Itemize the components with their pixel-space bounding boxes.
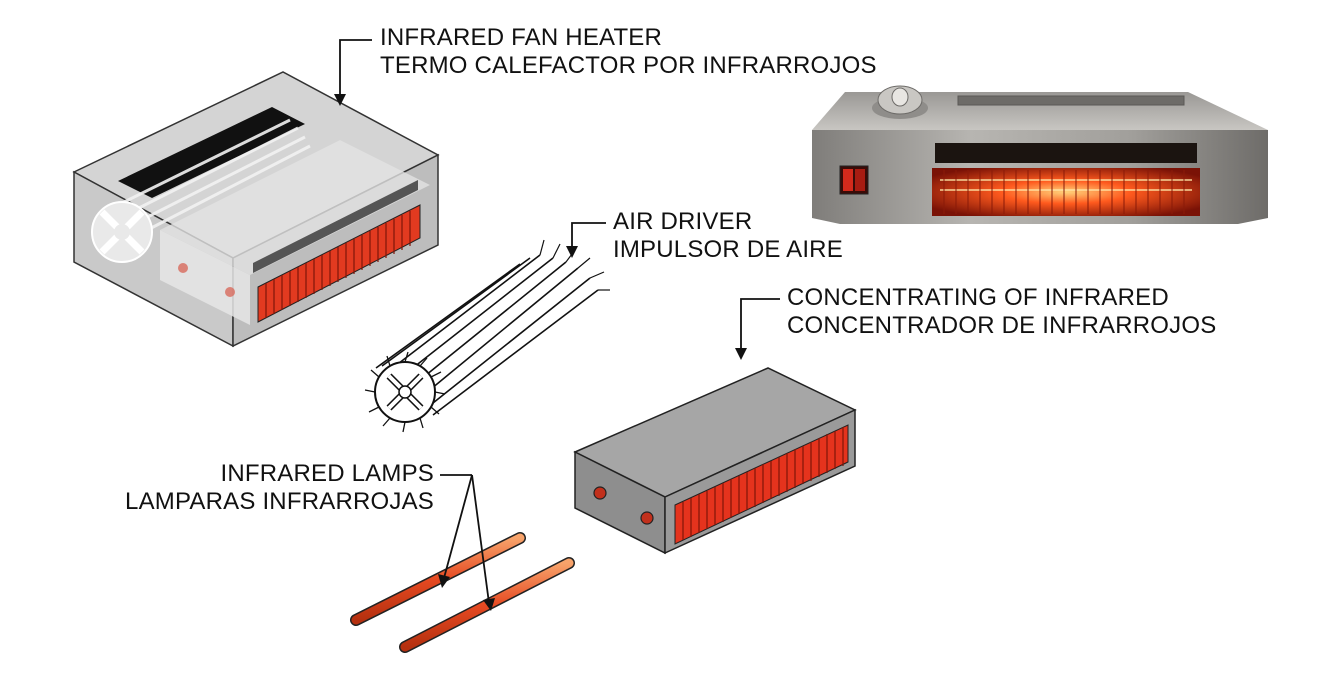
top-air-slot xyxy=(118,107,305,198)
fan-wheel-icon xyxy=(364,351,446,433)
concentrator-label-en: CONCENTRATING OF INFRARED xyxy=(787,284,1169,311)
heater-photo xyxy=(812,85,1268,224)
fan-heater-label-es: TERMO CALEFACTOR POR INFRARROJOS xyxy=(380,52,877,79)
fan-heater-leader xyxy=(339,39,372,100)
air-driver-drum xyxy=(364,239,610,433)
concentrator-leader xyxy=(740,298,780,354)
concentrator-label: CONCENTRATING OF INFRARED CONCENTRADOR D… xyxy=(787,284,1216,340)
air-driver-label-en: AIR DRIVER xyxy=(613,208,753,235)
rocker-switch-icon xyxy=(839,165,869,195)
upper-grille xyxy=(935,143,1197,163)
air-driver-label-es: IMPULSOR DE AIRE xyxy=(613,236,843,263)
concentrator-label-es: CONCENTRADOR DE INFRARROJOS xyxy=(787,312,1217,339)
lamps-label-es: LAMPARAS INFRARROJAS xyxy=(125,488,434,515)
air-driver-leader xyxy=(571,222,606,252)
infrared-lamps xyxy=(350,532,575,653)
heat-fins-icon xyxy=(265,211,411,318)
lamps-label-en: INFRARED LAMPS xyxy=(220,460,434,487)
fan-heater-assembly xyxy=(72,71,440,348)
internal-drum xyxy=(107,118,311,242)
lamps-label: INFRARED LAMPS LAMPARAS INFRARROJAS xyxy=(97,460,434,516)
fan-heater-label: INFRARED FAN HEATER TERMO CALEFACTOR POR… xyxy=(380,24,877,80)
glowing-element xyxy=(932,168,1200,216)
thermostat-knob-icon xyxy=(872,85,928,119)
air-driver-label: AIR DRIVER IMPULSOR DE AIRE xyxy=(613,208,843,264)
front-slot xyxy=(253,180,418,273)
fan-heater-label-en: INFRARED FAN HEATER xyxy=(380,24,663,51)
fan-wheel-icon xyxy=(91,201,153,263)
concentrator-box xyxy=(573,367,857,555)
